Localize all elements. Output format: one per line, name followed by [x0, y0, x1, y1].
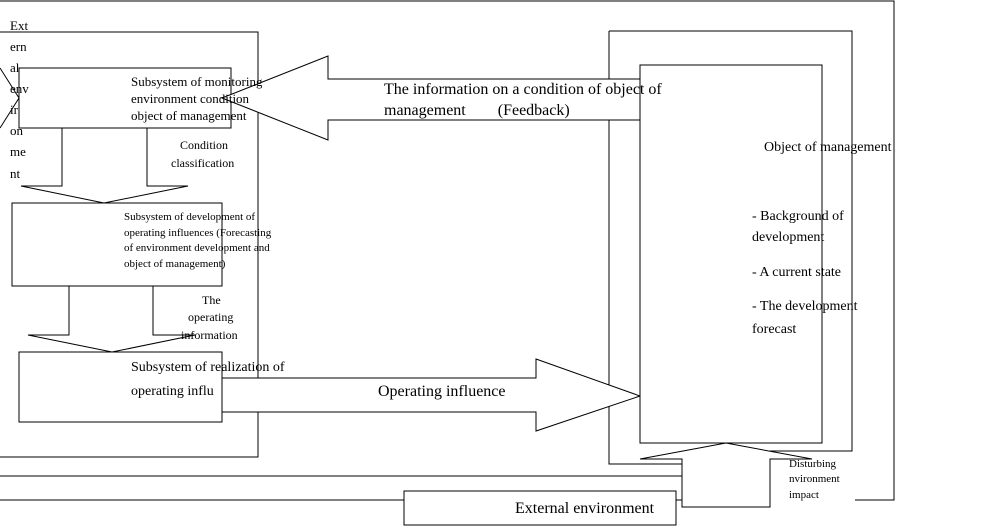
- monitoring-line: object of management: [131, 108, 247, 123]
- development-line: object of management): [124, 258, 226, 270]
- external-environment-label: External environment: [515, 500, 655, 517]
- ext-env-line: al: [10, 60, 20, 75]
- object-of-management-box: [639, 64, 823, 444]
- object-item: - Background of: [752, 209, 844, 224]
- realization-line: Subsystem of realization of: [131, 360, 285, 375]
- development-line: operating influences (Forecasting: [124, 227, 272, 239]
- object-outer-frame: [609, 30, 853, 452]
- monitoring-line: environment condition: [131, 91, 250, 106]
- ext-env-line: me: [10, 144, 26, 159]
- object-item: development: [752, 230, 824, 245]
- disturbing-impact-arrow: [639, 442, 813, 508]
- external-environment-box: [403, 490, 677, 526]
- ext-env-line: ir: [10, 102, 19, 117]
- development-line: Subsystem of development of: [124, 211, 255, 223]
- object-item: forecast: [752, 322, 796, 337]
- condition-classification-label: Condition: [180, 138, 228, 152]
- ext-env-line: env: [10, 81, 29, 96]
- disturbing-impact-label: impact: [789, 489, 819, 501]
- feedback-label: The information on a condition of object…: [384, 81, 662, 98]
- operating-information-label: operating: [188, 310, 233, 324]
- object-title: Object of management: [764, 140, 892, 155]
- condition-classification-label: classification: [171, 156, 234, 170]
- object-item: - A current state: [752, 265, 841, 280]
- control-system-frame: [0, 31, 259, 458]
- operating-information-label: The: [202, 293, 221, 307]
- operating-information-label: information: [181, 328, 238, 342]
- realization-line: operating influ: [131, 384, 214, 399]
- development-box: [11, 202, 223, 287]
- development-box-text: Subsystem of development of operating in…: [124, 211, 272, 270]
- ext-env-line: nt: [10, 166, 21, 181]
- feedback-label: management (Feedback): [384, 102, 570, 119]
- monitoring-line: Subsystem of monitoring: [131, 74, 263, 89]
- ext-env-line: ern: [10, 39, 27, 54]
- ext-env-line: Ext: [10, 18, 28, 33]
- disturbing-impact-label: Disturbing: [789, 458, 837, 470]
- outer-frame: [0, 0, 895, 501]
- classification-down-arrow: [20, 127, 189, 204]
- object-outer-frame-bottom: [608, 31, 682, 465]
- disturbing-impact-label: nvironment: [789, 473, 840, 485]
- operating-influence-arrow: [221, 358, 642, 432]
- development-line: of environment development and: [124, 242, 270, 254]
- object-item: - The development: [752, 299, 858, 314]
- feedback-arrow: [220, 55, 641, 141]
- cross-mark: [0, 67, 20, 129]
- ext-env-line: on: [10, 123, 24, 138]
- monitoring-box-text: Subsystem of monitoring environment cond…: [131, 74, 263, 123]
- realization-box: [18, 351, 223, 423]
- external-environment-vertical-text: Ext ern al env ir on me nt: [10, 18, 29, 181]
- operating-influence-label: Operating influence: [378, 383, 506, 400]
- operating-info-down-arrow: [27, 285, 196, 353]
